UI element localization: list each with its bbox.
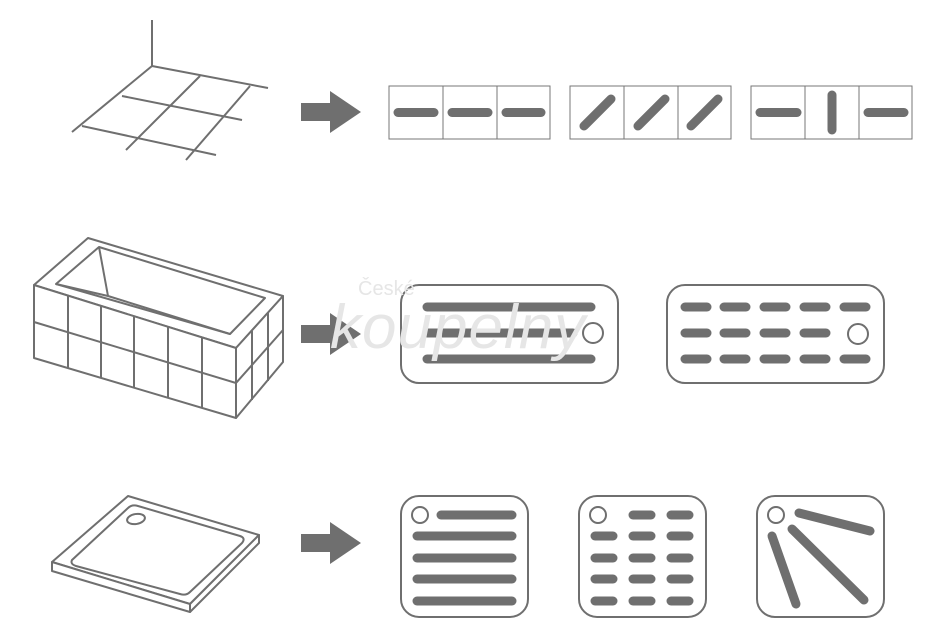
tile-strip-horizontal (388, 85, 551, 140)
tile-strip-diagonal (569, 85, 732, 140)
bath-panel-long-bars (400, 284, 619, 384)
arrow-right-icon (301, 313, 361, 355)
bath-panel-short-bars (666, 284, 885, 384)
shower-tray-icon (51, 495, 260, 613)
floor-tile-grid-icon (71, 20, 269, 161)
tray-tile-radial-bars (756, 495, 885, 618)
tray-tile-short-bars (578, 495, 707, 618)
bathtub-icon (33, 237, 284, 419)
tray-tile-long-bars (400, 495, 529, 618)
arrow-right-icon (301, 522, 361, 564)
tile-strip-alternating (750, 85, 913, 140)
arrow-right-icon (301, 91, 361, 133)
